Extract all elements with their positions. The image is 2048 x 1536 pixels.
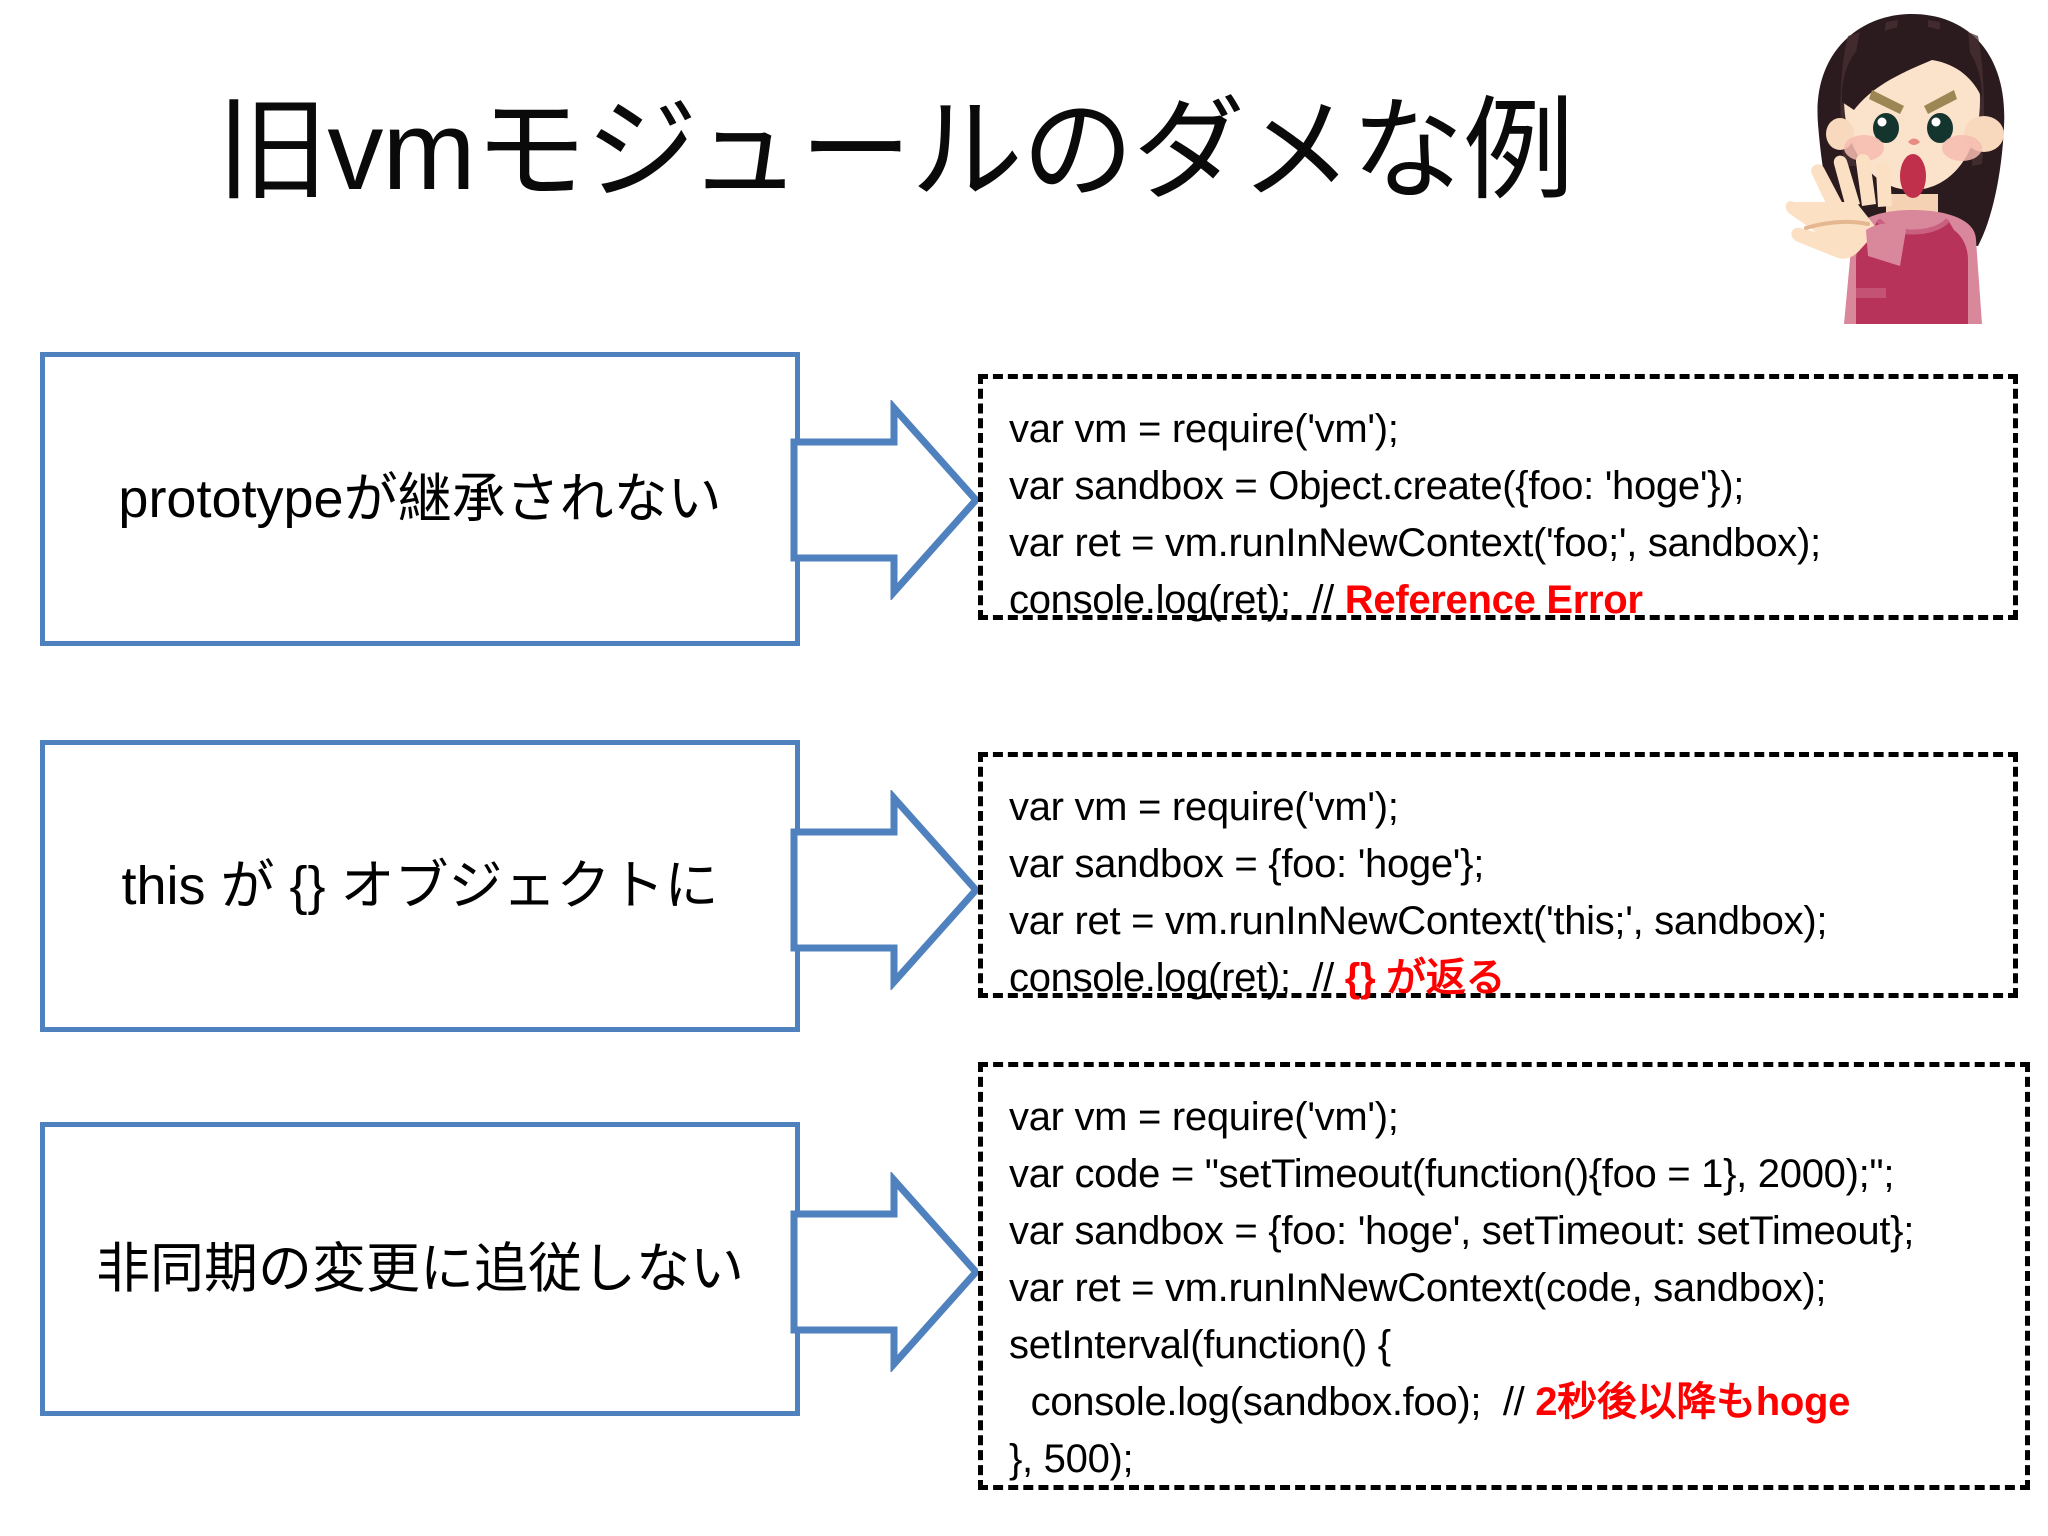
code-comment: Reference Error bbox=[1344, 578, 1643, 622]
code-line: var code = "setTimeout(function(){foo = … bbox=[1009, 1152, 1895, 1196]
code-block-3: var vm = require('vm'); var code = "setT… bbox=[978, 1062, 2030, 1490]
right-block-arrow-1 bbox=[790, 400, 980, 600]
right-block-arrow-2 bbox=[790, 790, 980, 990]
label-text: 非同期の変更に追従しない bbox=[96, 1238, 744, 1299]
code-line: var sandbox = Object.create({foo: 'hoge'… bbox=[1009, 464, 1745, 508]
code-line: console.log(ret); // {} が返る bbox=[1009, 950, 1987, 1007]
label-box-this-object: this が {} オブジェクトに bbox=[40, 740, 800, 1032]
code-comment: {} が返る bbox=[1344, 956, 1506, 1000]
code-line: var vm = require('vm'); bbox=[1009, 785, 1399, 829]
comment-slashes: // bbox=[1312, 578, 1345, 622]
code-block-1: var vm = require('vm'); var sandbox = Ob… bbox=[978, 374, 2018, 622]
code-line: var sandbox = {foo: 'hoge'}; bbox=[1009, 842, 1485, 886]
code-comment: 2秒後以降もhoge bbox=[1535, 1380, 1851, 1424]
code-line: console.log(ret); // Reference Error bbox=[1009, 572, 1987, 629]
code-block-2: var vm = require('vm'); var sandbox = {f… bbox=[978, 752, 2018, 1000]
code-line: var ret = vm.runInNewContext('foo;', san… bbox=[1009, 521, 1821, 565]
page-title: 旧vmモジュールのダメな例 bbox=[216, 88, 1574, 213]
comment-slashes: // bbox=[1502, 1380, 1536, 1424]
code-line: }, 500); bbox=[1009, 1437, 1134, 1481]
code-line: setInterval(function() { bbox=[1009, 1323, 1391, 1367]
label-text: this が {} オブジェクトに bbox=[121, 855, 719, 916]
code-line: var vm = require('vm'); bbox=[1009, 1095, 1399, 1139]
code-line: var ret = vm.runInNewContext(code, sandb… bbox=[1009, 1266, 1827, 1310]
code-text: console.log(ret); bbox=[1009, 578, 1313, 622]
code-line: console.log(sandbox.foo); // 2秒後以降もhoge bbox=[1009, 1374, 1999, 1431]
code-line: var ret = vm.runInNewContext('this;', sa… bbox=[1009, 899, 1828, 943]
label-box-async: 非同期の変更に追従しない bbox=[40, 1122, 800, 1416]
label-text: prototypeが継承されない bbox=[118, 468, 722, 529]
label-box-prototype: prototypeが継承されない bbox=[40, 352, 800, 646]
right-block-arrow-3 bbox=[790, 1172, 980, 1372]
code-line: var sandbox = {foo: 'hoge', setTimeout: … bbox=[1009, 1209, 1915, 1253]
code-text: console.log(ret); bbox=[1009, 956, 1313, 1000]
code-line: var vm = require('vm'); bbox=[1009, 407, 1399, 451]
code-text: console.log(sandbox.foo); bbox=[1009, 1380, 1503, 1424]
comment-slashes: // bbox=[1312, 956, 1345, 1000]
angry-woman-illustration bbox=[1782, 6, 2042, 324]
